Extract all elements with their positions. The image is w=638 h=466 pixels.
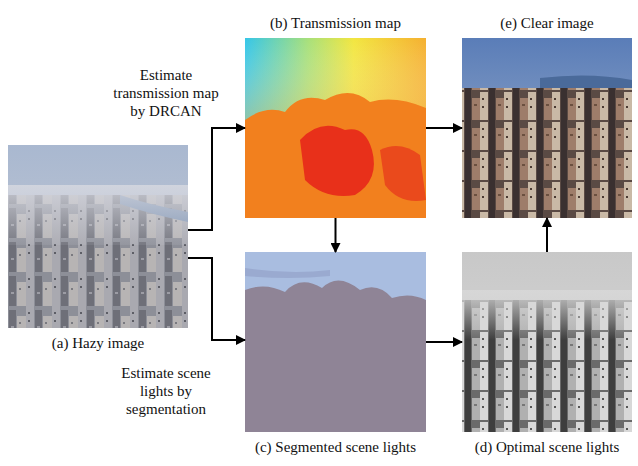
panel-caption: (c) Segmented scene lights bbox=[255, 438, 416, 456]
arrow-connector bbox=[546, 218, 548, 252]
arrow-connector bbox=[335, 218, 337, 252]
image-panel: (e) Clear image bbox=[462, 38, 632, 218]
arrow-connector bbox=[188, 258, 245, 340]
panel-caption: (b) Transmission map bbox=[270, 14, 401, 32]
edge-label: Estimate transmission map by DRCAN bbox=[102, 66, 230, 120]
image-panel: (b) Transmission map bbox=[245, 38, 426, 218]
image-panel: (d) Optimal scene lights bbox=[462, 252, 632, 432]
panel-caption: (e) Clear image bbox=[500, 14, 593, 32]
arrow-connector bbox=[426, 341, 462, 343]
image-panel: (c) Segmented scene lights bbox=[245, 252, 426, 432]
arrow-connector bbox=[188, 128, 245, 230]
edge-label: Estimate scene lights by segmentation bbox=[102, 364, 230, 418]
panel-caption: (a) Hazy image bbox=[52, 334, 144, 352]
arrow-connector bbox=[426, 127, 462, 129]
panel-caption: (d) Optimal scene lights bbox=[475, 438, 620, 456]
image-panel: (a) Hazy image bbox=[8, 145, 188, 328]
